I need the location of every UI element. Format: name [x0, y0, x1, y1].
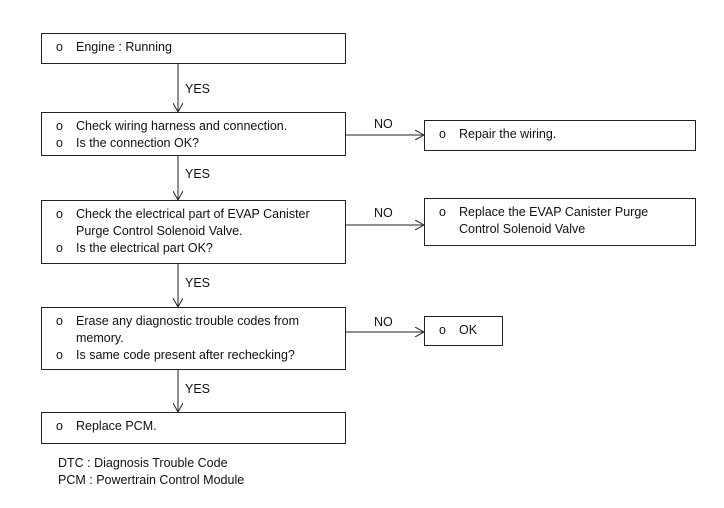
step-question: Is the electrical part OK? [76, 241, 213, 255]
step-text: Engine : Running [76, 40, 172, 54]
bullet: o [56, 119, 63, 133]
bullet: o [56, 419, 63, 433]
step-question: Is same code present after rechecking? [76, 348, 295, 362]
bullet: o [56, 40, 63, 54]
no-label: NO [374, 315, 393, 329]
abbreviation-legend: DTC : Diagnosis Trouble Code PCM : Power… [58, 455, 244, 489]
yes-label: YES [185, 276, 211, 290]
step-check-electrical-part: o Check the electrical part of EVAP Canis… [41, 200, 346, 264]
action-replace-valve: o Replace the EVAP Canister Purge Control… [424, 198, 696, 246]
step-text: Check wiring harness and connection. [76, 119, 288, 133]
bullet: o [56, 348, 63, 362]
bullet: o [439, 323, 446, 337]
legend-dtc: DTC : Diagnosis Trouble Code [58, 456, 228, 470]
step-replace-pcm: o Replace PCM. [41, 412, 346, 444]
bullet: o [56, 207, 63, 221]
step-text: Replace PCM. [76, 419, 157, 433]
bullet: o [56, 241, 63, 255]
step-erase-dtc: o Erase any diagnostic trouble codes from… [41, 307, 346, 370]
bullet: o [439, 127, 446, 141]
legend-pcm: PCM : Powertrain Control Module [58, 473, 245, 487]
yes-label: YES [185, 167, 211, 181]
action-repair-wiring: o Repair the wiring. [424, 120, 696, 151]
action-text: Replace the EVAP Canister Purge Control … [459, 205, 649, 236]
step-text: Check the electrical part of EVAP Canist… [76, 207, 310, 238]
yes-label: YES [185, 82, 211, 96]
action-text: OK [459, 323, 478, 337]
bullet: o [56, 314, 63, 328]
action-text: Repair the wiring. [459, 127, 557, 141]
bullet: o [439, 205, 446, 219]
step-question: Is the connection OK? [76, 136, 199, 150]
step-engine-running: o Engine : Running [41, 33, 346, 64]
no-label: NO [374, 206, 393, 220]
bullet: o [56, 136, 63, 150]
yes-label: YES [185, 382, 211, 396]
action-ok: o OK [424, 316, 503, 346]
step-text: Erase any diagnostic trouble codes from … [76, 314, 300, 345]
no-label: NO [374, 117, 393, 131]
